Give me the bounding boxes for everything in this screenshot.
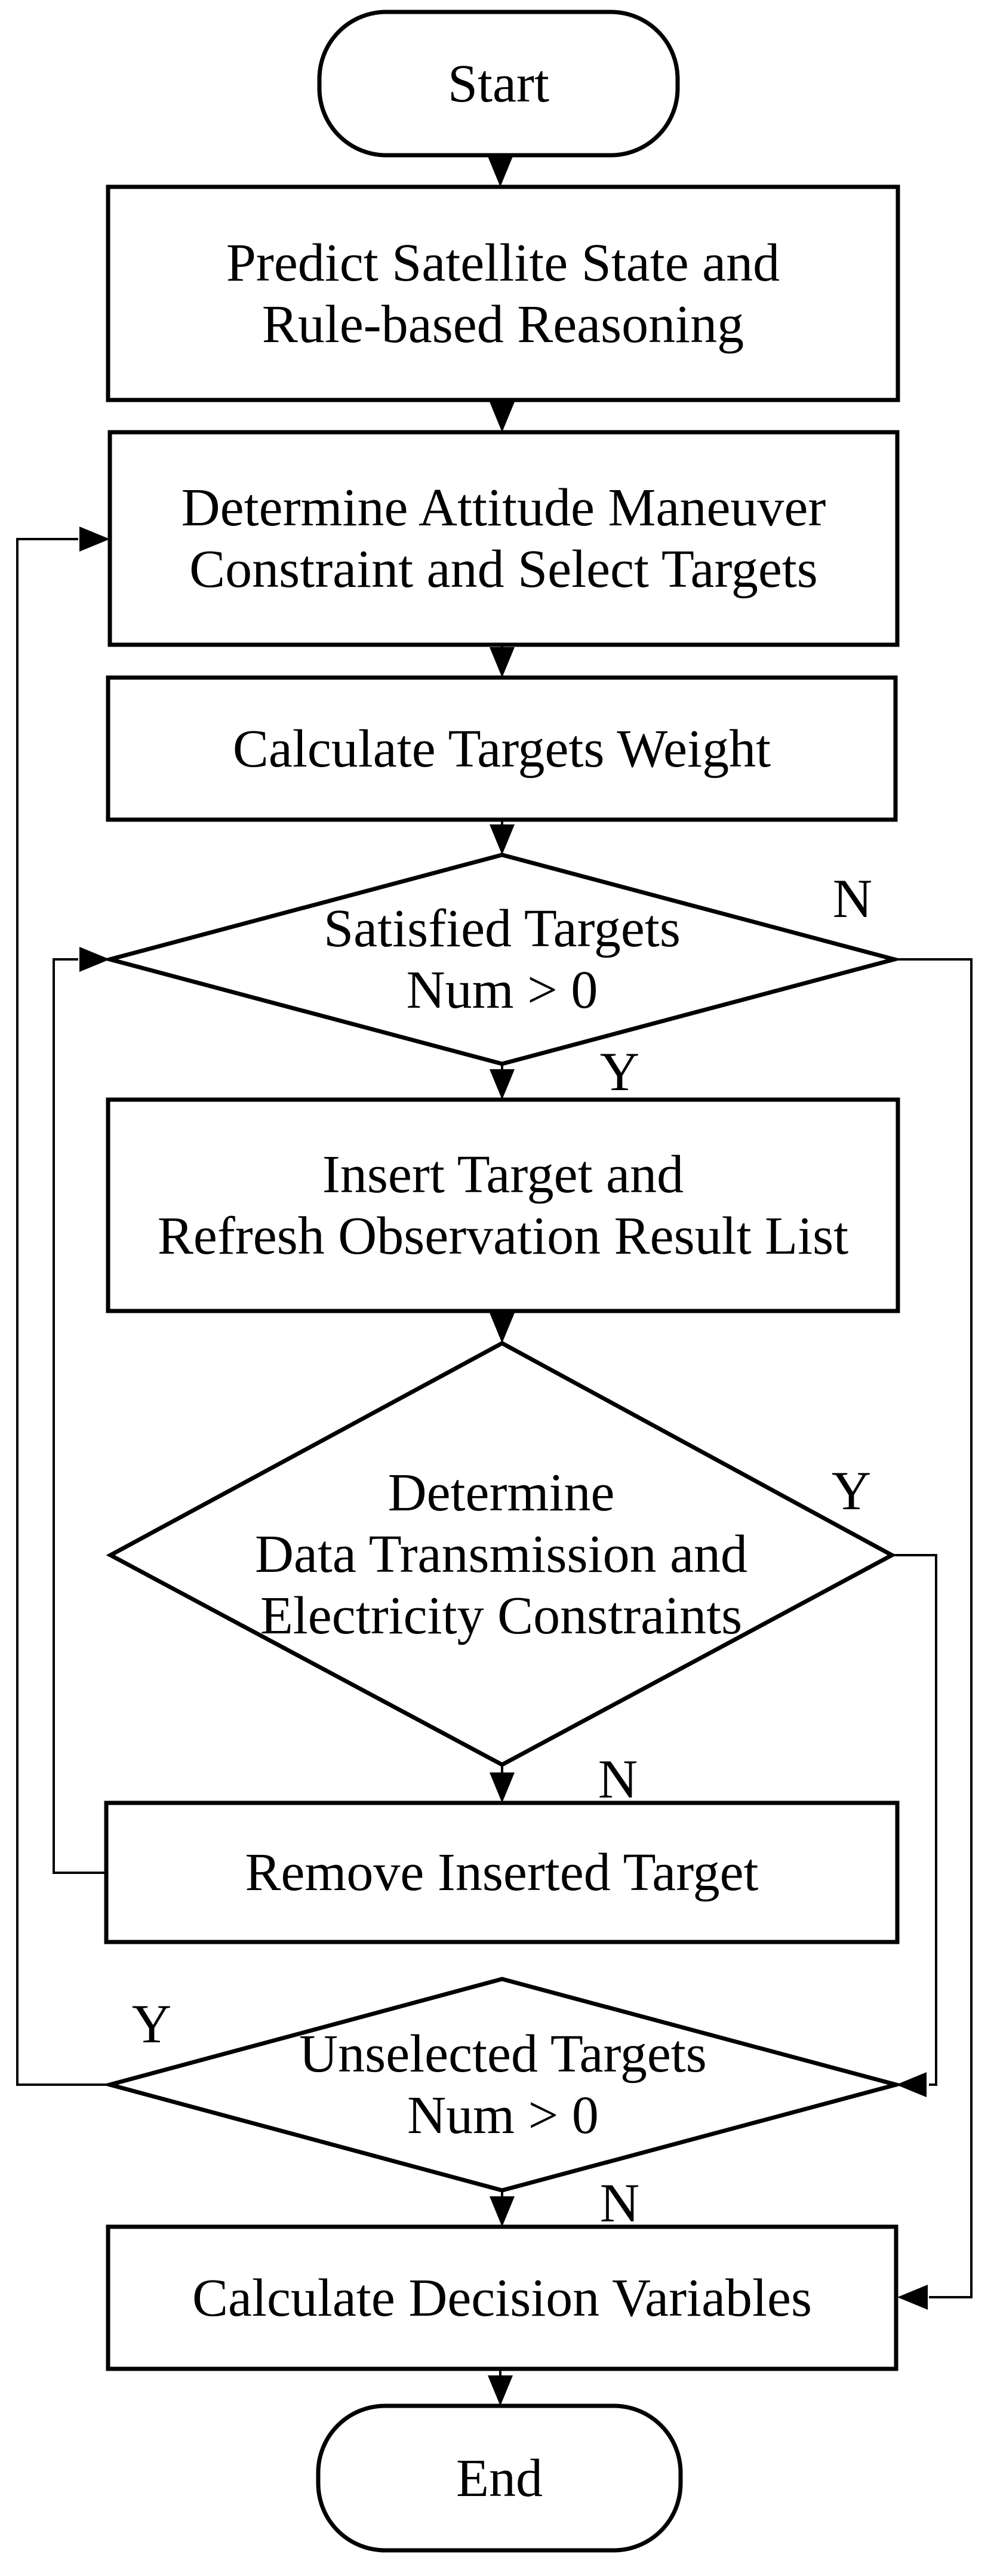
- node-label-satisfied: Satisfied Targets Num > 0: [324, 899, 681, 1020]
- arrowhead-into-weight-icon: [490, 647, 515, 678]
- arrowhead-into-satisfied-icon: [490, 824, 515, 855]
- edge-label-unselected-no: N: [599, 2172, 640, 2233]
- node-label-insert: Insert Target and Refresh Observation Re…: [157, 1145, 849, 1266]
- edge-remove-to-satisfied-feedback: [53, 958, 108, 1874]
- arrowhead-into-insert-icon: [490, 1069, 515, 1100]
- start-terminator-shape: [317, 10, 680, 158]
- edge-constraints-yes-feedback: [891, 1554, 937, 2086]
- edge-label-satisfied-no: N: [832, 867, 873, 929]
- node-label-end: End: [456, 2448, 543, 2508]
- edge-satisfied-no-feedback: [893, 958, 973, 2298]
- edge-label-constraints-yes: Y: [831, 1460, 872, 1521]
- arrowhead-into-determine-left-icon: [79, 527, 110, 552]
- arrowhead-into-satisfied-left-icon: [79, 947, 110, 972]
- arrowhead-into-end-icon: [488, 2375, 513, 2406]
- arrowhead-into-remove-icon: [490, 1772, 515, 1803]
- arrowhead-into-determine-icon: [490, 402, 515, 432]
- node-label-remove: Remove Inserted Target: [245, 1843, 759, 1902]
- edge-unselected-yes-feedback: [16, 538, 111, 2086]
- arrowhead-into-constraints-icon: [490, 1313, 515, 1343]
- arrowhead-into-calcdecision-top-icon: [490, 2196, 515, 2227]
- edge-label-constraints-no: N: [598, 1748, 638, 1809]
- node-label-determine-attitude: Determine Attitude Maneuver Constraint a…: [181, 478, 826, 599]
- node-label-start: Start: [448, 54, 549, 113]
- node-label-constraints: Determine Data Transmission and Electric…: [254, 1463, 748, 1645]
- determine-attitude-process-shape: [107, 430, 900, 647]
- arrowhead-into-unselected-right-icon: [896, 2072, 927, 2097]
- node-label-calc-weight: Calculate Targets Weight: [232, 719, 771, 778]
- end-terminator-shape: [316, 2403, 683, 2553]
- edge-label-satisfied-yes: Y: [599, 1041, 640, 1102]
- node-label-calc-decision: Calculate Decision Variables: [192, 2268, 812, 2328]
- arrowhead-into-predict-icon: [488, 156, 513, 187]
- node-label-predict: Predict Satellite State and Rule-based R…: [226, 233, 780, 354]
- arrowhead-into-calcdecision-right-icon: [897, 2285, 928, 2310]
- edge-label-unselected-yes: Y: [131, 1993, 172, 2054]
- node-label-unselected: Unselected Targets Num > 0: [299, 2024, 707, 2145]
